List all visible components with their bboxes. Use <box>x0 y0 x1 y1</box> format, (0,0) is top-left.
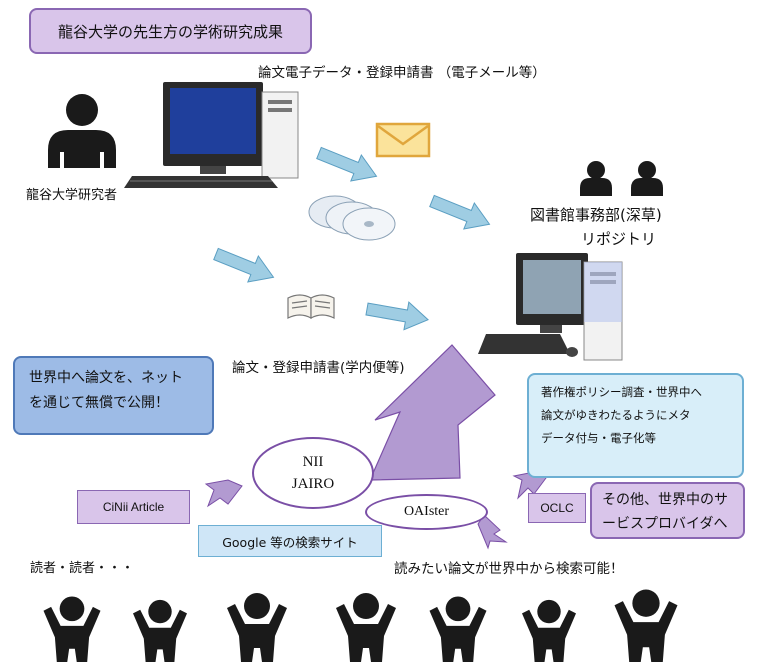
library-label: 図書館事務部(深草) <box>530 206 662 224</box>
reader-person-icon <box>227 593 287 662</box>
service-providers-node: その他、世界中のサ ービスプロバイダへ <box>590 482 745 539</box>
publish-arrow <box>369 344 496 481</box>
readers-label: 読者・読者・・・ <box>30 561 135 576</box>
arrow-to-cinii <box>204 479 243 508</box>
service-providers-line-2: ービスプロバイダへ <box>602 516 728 532</box>
reader-person-icon <box>133 599 187 662</box>
reader-person-icon <box>614 589 678 662</box>
email-envelope-icon <box>375 122 431 158</box>
library-tasks-line-1: 著作権ポリシー調査・世界中へ <box>541 385 702 399</box>
reader-person-icon <box>522 599 576 662</box>
email-submission-label: 論文電子データ・登録申請書 （電子メール等） <box>258 65 546 81</box>
repository-label: リポジトリ <box>581 230 657 248</box>
flow-arrow-cd <box>426 187 496 238</box>
nii-jairo-node: NII JAIRO <box>252 437 374 509</box>
flow-arrow-book <box>364 294 431 335</box>
cinii-node: CiNii Article <box>77 490 190 524</box>
service-providers-line-1: その他、世界中のサ <box>602 492 728 508</box>
flow-arrow-paper <box>210 240 280 291</box>
library-tasks-line-3: データ付与・電子化等 <box>541 431 656 445</box>
researcher-label: 龍谷大学研究者 <box>26 188 118 203</box>
flow-arrow-email <box>313 139 383 190</box>
reader-person-icon <box>336 593 396 662</box>
cinii-label: CiNii Article <box>102 500 165 514</box>
reader-person-icon <box>429 596 487 662</box>
oaister-node: OAIster <box>365 494 488 530</box>
open-access-line-2: を通じて無償で公開！ <box>29 395 169 411</box>
reader-person-icon <box>43 589 678 662</box>
library-staff-icon <box>580 161 663 196</box>
oclc-node: OCLC <box>528 493 586 523</box>
oaister-label: OAIster <box>403 504 450 519</box>
desktop-computer-icon <box>124 82 299 188</box>
cd-discs-icon <box>308 195 396 241</box>
search-sites-label: Google 等の検索サイト <box>222 534 358 550</box>
searchable-label: 読みたい論文が世界中から検索可能！ <box>394 561 624 577</box>
open-book-icon <box>287 294 335 320</box>
reader-person-icon <box>43 596 101 662</box>
person-icon <box>48 94 116 168</box>
arrow-to-search <box>477 514 508 550</box>
search-sites-node: Google 等の検索サイト <box>198 525 382 557</box>
library-tasks-note: 著作権ポリシー調査・世界中へ 論文がゆきわたるようにメタ データ付与・電子化等 <box>527 373 744 478</box>
page-title-text: 龍谷大学の先生方の学術研究成果 <box>57 22 283 41</box>
page-title: 龍谷大学の先生方の学術研究成果 <box>29 8 312 54</box>
server-computer-icon <box>478 253 623 361</box>
open-access-line-1: 世界中へ論文を、ネット <box>29 370 183 386</box>
nii-label: NII <box>302 454 324 470</box>
library-tasks-line-2: 論文がゆきわたるようにメタ <box>541 408 691 422</box>
paper-submission-label: 論文・登録申請書(学内便等) <box>232 360 405 376</box>
oclc-label: OCLC <box>540 501 574 515</box>
open-access-note: 世界中へ論文を、ネット を通じて無償で公開！ <box>13 356 214 435</box>
jairo-label: JAIRO <box>291 476 335 492</box>
